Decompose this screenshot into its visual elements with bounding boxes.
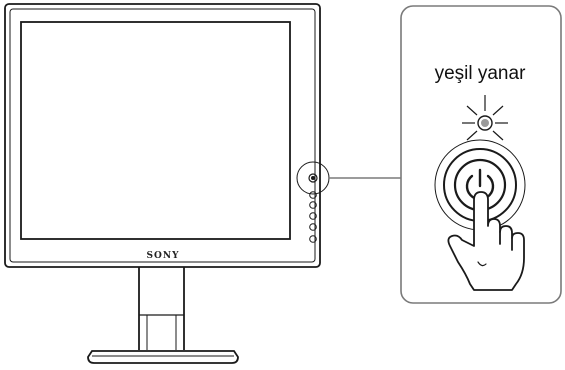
side-button-3[interactable] (309, 212, 317, 220)
monitor-inner-bezel (9, 8, 316, 263)
green-led-icon (462, 95, 508, 141)
callout-box: yeşil yanar (400, 5, 562, 304)
callout-label: yeşil yanar (435, 63, 526, 84)
side-button-5[interactable] (309, 235, 317, 243)
monitor: SONY (4, 3, 330, 364)
side-button-column (296, 161, 330, 243)
side-button-4[interactable] (309, 223, 317, 231)
side-button-1[interactable] (309, 191, 317, 199)
monitor-base (87, 350, 239, 364)
side-button-2[interactable] (309, 201, 317, 209)
finger-press-icon (447, 191, 525, 291)
power-button[interactable] (308, 173, 318, 183)
monitor-stand (87, 267, 239, 364)
power-button-dot (311, 176, 315, 180)
monitor-screen (20, 21, 291, 240)
brand-logo: SONY (147, 251, 180, 261)
callout-frame (400, 5, 562, 304)
